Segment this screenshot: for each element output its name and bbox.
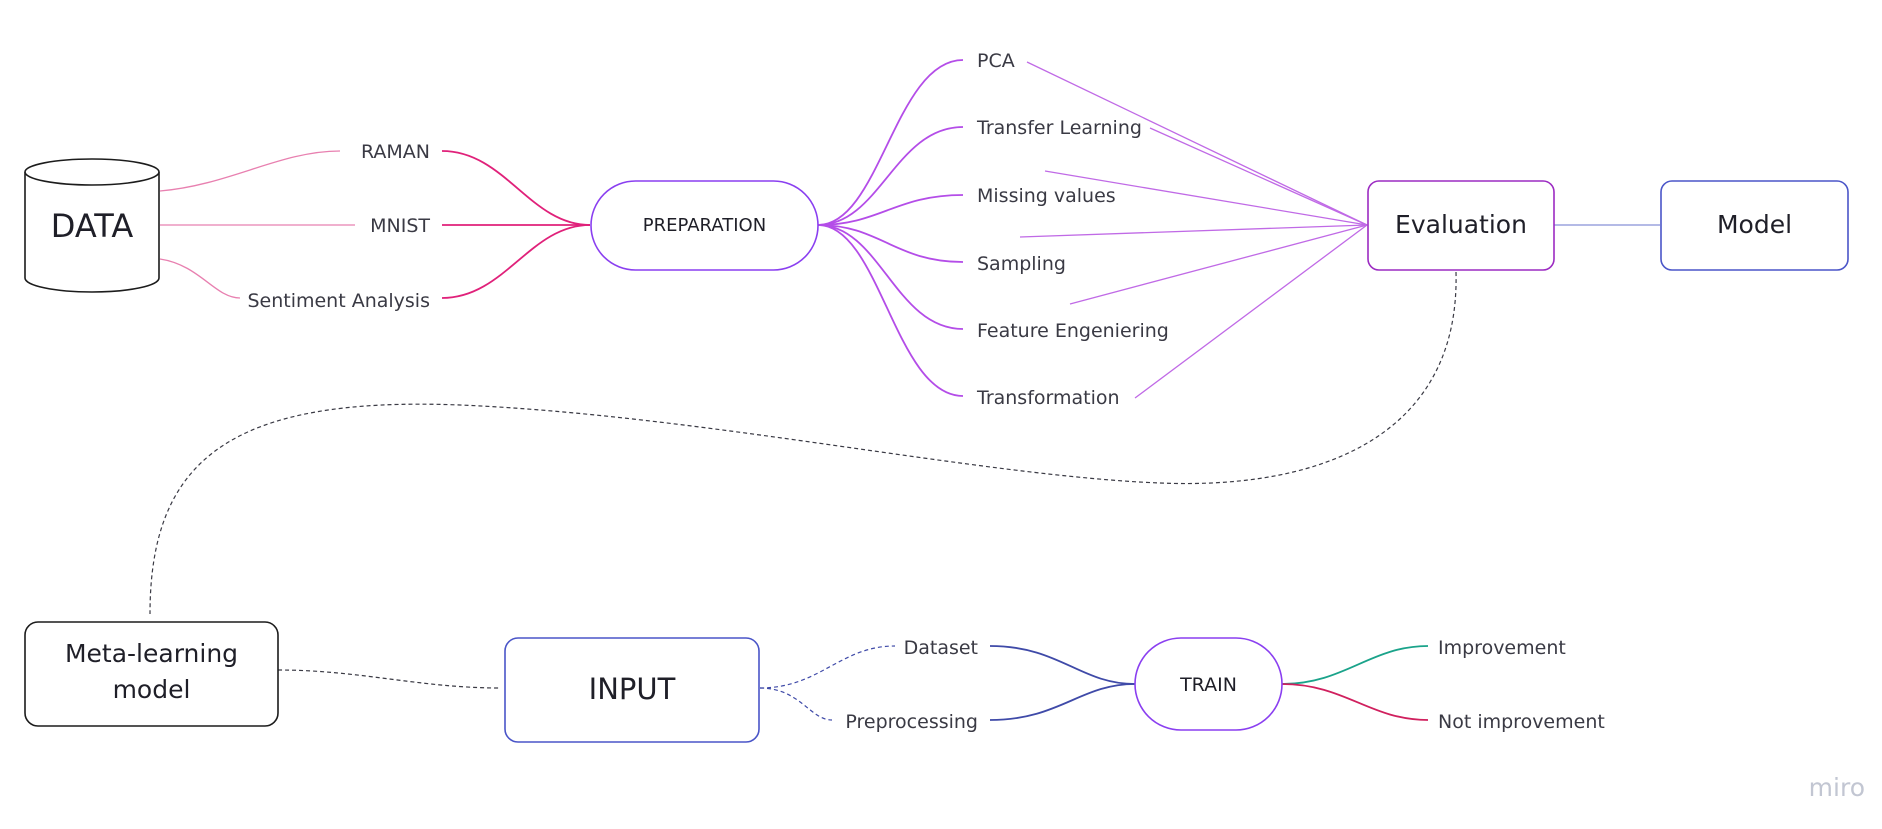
train-node-label: TRAIN: [1179, 674, 1237, 696]
branch-feature-evaluation: [1069, 224, 1368, 305]
branch-data-raman: [159, 150, 341, 192]
meta-learning-node[interactable]: Meta-learning model: [24, 621, 279, 727]
meta-learning-label-line2: model: [113, 675, 191, 704]
input-item-labels: Dataset Preprocessing: [845, 637, 978, 733]
cylinder-top: [24, 158, 160, 186]
train-node-shape: [1134, 637, 1283, 731]
branch-prep-transformation: [817, 224, 964, 397]
label-dataset[interactable]: Dataset: [904, 637, 978, 659]
evaluation-node-label: Evaluation: [1395, 210, 1527, 239]
preparation-step-labels: PCA Transfer Learning Missing values Sam…: [976, 50, 1169, 409]
branch-input-preprocessing: [759, 687, 833, 721]
meta-learning-label-line1: Meta-learning: [65, 639, 238, 668]
branch-train-improvement: [1281, 645, 1429, 685]
branch-preprocessing-train: [989, 683, 1136, 721]
preparation-node[interactable]: PREPARATION: [590, 180, 819, 271]
label-pca[interactable]: PCA: [977, 50, 1015, 72]
input-node-shape: [504, 637, 760, 743]
label-improvement[interactable]: Improvement: [1438, 637, 1566, 659]
branch-missing-evaluation: [1044, 170, 1368, 226]
branch-input-dataset: [759, 645, 896, 689]
label-sentiment-analysis[interactable]: Sentiment Analysis: [247, 290, 430, 312]
meta-learning-node-shape: [24, 621, 279, 727]
branch-prep-pca: [817, 59, 964, 226]
branch-train-not-improvement: [1281, 683, 1429, 721]
data-source-branches: [159, 150, 591, 299]
branch-transformation-evaluation: [1134, 224, 1368, 399]
model-node-shape: [1660, 180, 1849, 271]
branch-data-sentiment: [159, 258, 241, 299]
branch-dataset-train: [989, 645, 1136, 685]
label-transformation[interactable]: Transformation: [976, 387, 1120, 409]
label-sampling[interactable]: Sampling: [977, 253, 1066, 275]
preparation-node-shape: [590, 180, 819, 271]
label-not-improvement[interactable]: Not improvement: [1438, 711, 1605, 733]
model-node-label: Model: [1717, 210, 1792, 239]
evaluation-node-shape: [1367, 180, 1555, 271]
label-raman[interactable]: RAMAN: [361, 141, 430, 163]
evaluation-to-meta-dashed-connector: [149, 271, 1457, 615]
branch-prep-feature: [817, 224, 964, 330]
train-outcome-labels: Improvement Not improvement: [1438, 637, 1605, 733]
input-train-branches: [759, 645, 1136, 721]
train-outcome-branches: [1281, 645, 1429, 721]
branch-sentiment-preparation: [441, 224, 591, 299]
branch-prep-transfer: [817, 126, 964, 226]
miro-watermark: miro: [1809, 773, 1865, 802]
preparation-node-label: PREPARATION: [643, 215, 766, 236]
label-mnist[interactable]: MNIST: [370, 215, 430, 237]
meta-to-input-dashed-connector: [277, 669, 501, 689]
input-node-label: INPUT: [589, 672, 676, 706]
train-node[interactable]: TRAIN: [1134, 637, 1283, 731]
data-cylinder-node[interactable]: DATA: [24, 158, 160, 293]
branch-sampling-evaluation: [1019, 224, 1368, 238]
label-transfer-learning[interactable]: Transfer Learning: [976, 117, 1142, 139]
branch-prep-missing: [817, 194, 964, 226]
branch-raman-preparation: [441, 150, 591, 226]
model-node[interactable]: Model: [1660, 180, 1849, 271]
data-node-label: DATA: [51, 207, 134, 245]
branch-prep-sampling: [817, 224, 964, 263]
label-feature-engeniering[interactable]: Feature Engeniering: [977, 320, 1169, 342]
label-missing-values[interactable]: Missing values: [977, 185, 1116, 207]
input-node[interactable]: INPUT: [504, 637, 760, 743]
evaluation-node[interactable]: Evaluation: [1367, 180, 1555, 271]
label-preprocessing[interactable]: Preprocessing: [845, 711, 978, 733]
evaluation-branches: [1019, 61, 1368, 399]
cylinder-body: [24, 172, 160, 293]
branch-pca-evaluation: [1026, 61, 1368, 226]
data-source-labels: RAMAN MNIST Sentiment Analysis: [247, 141, 430, 312]
branch-transfer-evaluation: [1149, 127, 1368, 226]
preparation-step-branches: [817, 59, 964, 397]
